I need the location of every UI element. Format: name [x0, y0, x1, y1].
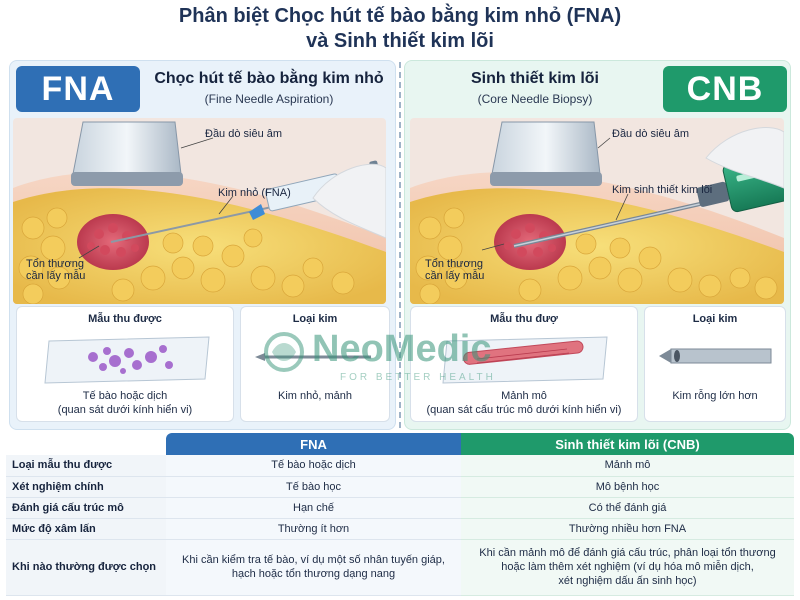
cnb-needle-card: Loại kim Kim rỗng lớn hơn — [644, 306, 786, 422]
row-label: Khi nào thường được chọn — [6, 539, 166, 596]
cnb-sample-heading: Mẫu thu đượ — [490, 313, 558, 325]
cnb-scene-svg — [410, 118, 784, 304]
panel-divider — [399, 62, 401, 428]
fna-needle-label: Kim nhỏ (FNA) — [218, 187, 291, 199]
table-header-cnb: Sinh thiết kim lõi (CNB) — [461, 433, 794, 455]
row-label: Đánh giá cấu trúc mô — [6, 497, 166, 519]
cnb-lesion-label-2: cần lấy mẫu — [425, 270, 485, 282]
cnb-cell: Mảnh mô — [461, 455, 794, 477]
cnb-cell-line-1: Khi cần mảnh mô để đánh giá cấu trúc, ph… — [479, 547, 776, 559]
cnb-needle-heading: Loại kim — [692, 313, 738, 325]
fna-sample-heading: Mẫu thu được — [88, 313, 162, 325]
fna-cell: Thường ít hơn — [166, 518, 461, 540]
cnb-sample-card: Mẫu thu đượ Mảnh mô (quan sát cấu trúc m… — [410, 306, 638, 422]
fna-illustration — [13, 118, 386, 304]
cnb-cell: Có thể đánh giá — [461, 497, 794, 519]
comparison-table: FNA Sinh thiết kim lõi (CNB) Loại mẫu th… — [6, 433, 794, 596]
gloved-hand — [705, 127, 784, 189]
cnb-subheading: (Core Needle Biopsy) — [477, 92, 593, 106]
fna-sample-card: Mẫu thu được Tế bào hoặc dịch (quan sát … — [16, 306, 234, 422]
lesion-leader — [481, 243, 505, 251]
cnb-needle-text: Kim rỗng lớn hơn — [672, 390, 758, 402]
cell-slide-icon — [44, 336, 210, 384]
fine-needle-icon — [255, 353, 371, 361]
probe-leader — [180, 137, 214, 149]
cnb-cell: Mô bệnh học — [461, 476, 794, 498]
table-header-blank — [6, 433, 166, 455]
cnb-sample-line-2: (quan sát cấu trúc mô dưới kính hiển vi) — [426, 404, 622, 416]
table-header-row: FNA Sinh thiết kim lõi (CNB) — [6, 433, 794, 455]
row-label: Loại mẫu thu được — [6, 455, 166, 477]
cnb-cell: Thường nhiều hơn FNA — [461, 518, 794, 540]
table-row: Đánh giá cấu trúc mô Hạn chế Có thể đánh… — [6, 497, 794, 519]
fna-needle-heading: Loại kim — [292, 313, 338, 325]
row-label: Mức độ xâm lấn — [6, 518, 166, 540]
cnb-cell: Khi cần mảnh mô để đánh giá cấu trúc, ph… — [461, 539, 794, 596]
fna-sample-line-2: (quan sát dưới kính hiển vi) — [57, 404, 193, 416]
fna-lesion-label: Tổn thương cần lấy mẫu — [26, 258, 85, 282]
lesion-leader — [78, 245, 100, 259]
fna-needle-card: Loại kim Kim nhỏ, mảnh — [240, 306, 390, 422]
fna-lesion-label-2: cần lấy mẫu — [26, 270, 86, 282]
fna-needle-text: Kim nhỏ, mảnh — [278, 390, 352, 402]
fna-probe-label: Đầu dò siêu âm — [205, 128, 283, 140]
fna-heading: Chọc hút tế bào bằng kim nhỏ — [154, 70, 384, 87]
table-row: Mức độ xâm lấn Thường ít hơn Thường nhiề… — [6, 518, 794, 540]
fna-badge: FNA — [16, 66, 140, 112]
needle-leader — [615, 193, 629, 221]
table-header-fna: FNA — [166, 433, 461, 455]
cnb-lesion-label-1: Tổn thương — [425, 258, 483, 270]
page-title: Phân biệt Chọc hút tế bào bằng kim nhỏ (… — [0, 4, 800, 54]
probe-leader — [597, 137, 611, 149]
row-label: Xét nghiệm chính — [6, 476, 166, 498]
fna-cell: Tế bào hoặc dịch — [166, 455, 461, 477]
needle-leader — [218, 195, 234, 215]
fna-cell: Tế bào học — [166, 476, 461, 498]
cnb-badge: CNB — [663, 66, 787, 112]
tissue-core-icon — [442, 336, 608, 384]
ultrasound-probe — [71, 121, 183, 186]
cnb-heading: Sinh thiết kim lõi — [470, 70, 599, 87]
table-row: Loại mẫu thu được Tế bào hoặc dịch Mảnh … — [6, 455, 794, 477]
fna-cell-line-2: hạch hoặc tổn thương dạng nang — [231, 568, 396, 580]
fna-sample-line-1: Tế bào hoặc dịch — [82, 390, 168, 402]
title-line-2: và Sinh thiết kim lõi — [306, 30, 494, 52]
table-row: Xét nghiệm chính Tế bào học Mô bệnh học — [6, 476, 794, 498]
title-line-1: Phân biệt Chọc hút tế bào bằng kim nhỏ (… — [178, 5, 622, 27]
cnb-illustration — [410, 118, 784, 304]
fna-subheading: (Fine Needle Aspiration) — [204, 92, 334, 106]
ultrasound-probe — [490, 121, 602, 186]
fna-scene-svg — [13, 118, 386, 304]
cnb-cell-line-3: xét nghiệm dấu ấn sinh học) — [558, 575, 697, 587]
fat-lobules — [18, 207, 355, 304]
fna-cell: Hạn chế — [166, 497, 461, 519]
cnb-sample-line-1: Mảnh mô — [501, 390, 547, 402]
cnb-cell-line-2: hoặc làm thêm xét nghiệm (ví dụ hóa mô m… — [501, 561, 754, 573]
table-row: Khi nào thường được chọn Khi cần kiểm tr… — [6, 539, 794, 596]
cnb-needle-label: Kim sinh thiết kim lõi — [612, 184, 713, 196]
gloved-hand — [312, 163, 386, 239]
fat-lobules — [415, 207, 778, 304]
fna-cell-line-1: Khi cần kiểm tra tế bào, ví dụ một số nh… — [182, 554, 445, 566]
cnb-probe-label: Đầu dò siêu âm — [612, 128, 690, 140]
cnb-lesion-label: Tổn thương cần lấy mẫu — [425, 258, 484, 282]
fna-cell: Khi cần kiểm tra tế bào, ví dụ một số nh… — [166, 539, 461, 596]
fna-lesion-label-1: Tổn thương — [26, 258, 84, 270]
hollow-needle-icon — [659, 348, 772, 364]
